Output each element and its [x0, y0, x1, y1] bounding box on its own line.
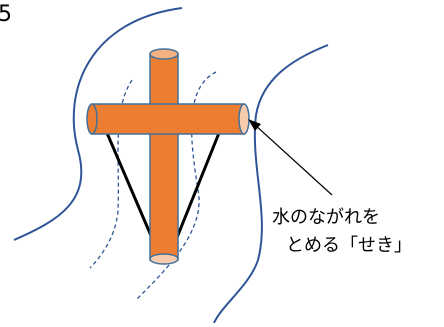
weir-label: 水のながれを とめる「せき」 [272, 204, 412, 260]
weir-label-line1: 水のながれを [272, 207, 380, 228]
right-riverbank [213, 44, 329, 324]
horizontal-log [86, 103, 250, 135]
corner-mark: 5 [0, 2, 12, 27]
support-leg-right [174, 132, 221, 241]
vertical-log [149, 48, 179, 265]
flow-line-right [135, 71, 217, 301]
support-leg-left [105, 132, 154, 239]
pointer-arrow [248, 119, 333, 196]
left-riverbank [13, 7, 183, 241]
weir-label-line2: とめる「せき」 [286, 235, 412, 256]
